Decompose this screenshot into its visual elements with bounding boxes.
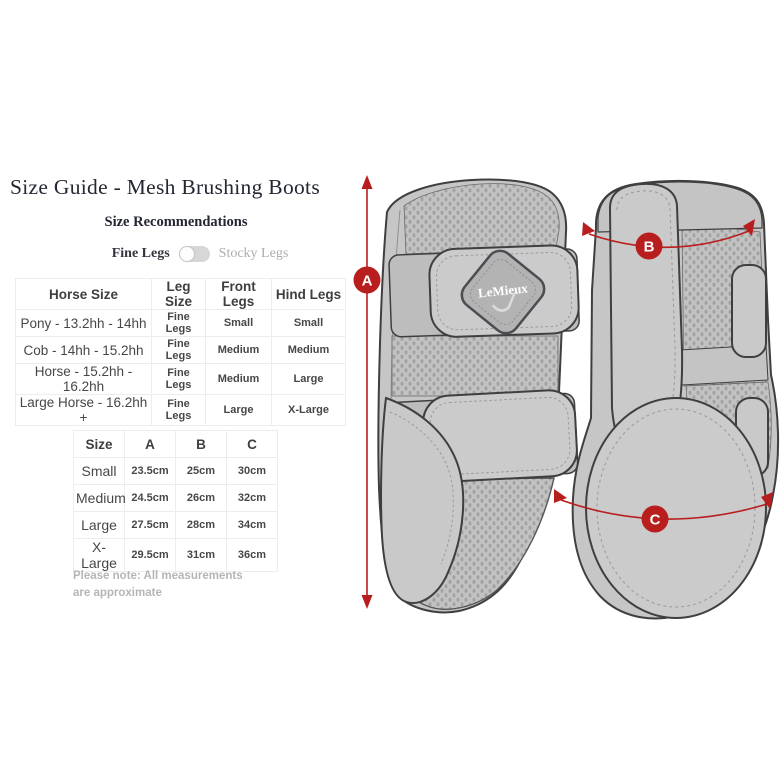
toggle-knob	[179, 247, 194, 261]
table-cell: Medium	[271, 336, 346, 364]
table-cell: Small	[73, 457, 125, 485]
table-cell: Medium	[73, 484, 126, 512]
boot-diagram: LeMieux	[353, 175, 780, 620]
measure-arrow-b-left	[582, 222, 595, 236]
table-cell: 24.5cm	[124, 484, 176, 512]
table-header-cell: Size	[73, 430, 125, 458]
table-header-cell: A	[124, 430, 176, 458]
marker-b-label: B	[644, 239, 655, 256]
lemieux-logo-text: LeMieux	[477, 280, 529, 300]
table-cell: 28cm	[175, 511, 227, 539]
marker-a-circle	[353, 266, 381, 294]
table-cell: 32cm	[226, 484, 278, 512]
table-cell: 29.5cm	[124, 538, 176, 572]
measure-arrow-b-right	[743, 219, 755, 236]
leg-type-toggle-row: Fine Legs Stocky Legs	[20, 244, 380, 264]
measure-line-b	[588, 230, 750, 249]
table-cell: Horse - 15.2hh - 16.2hh	[15, 363, 152, 395]
table-cell: Fine Legs	[151, 309, 206, 337]
table-cell: 30cm	[226, 457, 278, 485]
measure-arrow-a-top	[361, 175, 373, 189]
size-recommendations-heading: Size Recommendations	[104, 214, 248, 230]
table-cell: Large	[271, 363, 346, 395]
table-cell: X-Large	[73, 538, 125, 572]
table-cell: Large	[73, 511, 125, 539]
table-cell: Fine Legs	[151, 394, 206, 426]
table-cell: X-Large	[271, 394, 346, 426]
table-cell: Large	[205, 394, 272, 426]
marker-a-label: A	[362, 273, 373, 290]
table-cell: Fine Legs	[151, 336, 206, 364]
table-header-cell: Front Legs	[205, 278, 272, 310]
left-boot-illustration: LeMieux	[377, 178, 580, 614]
table-cell: Medium	[205, 363, 272, 395]
table-cell: Large Horse - 16.2hh +	[15, 394, 152, 426]
table-cell: 31cm	[175, 538, 227, 572]
lemieux-logo: LeMieux	[460, 249, 546, 335]
table-cell: 25cm	[175, 457, 227, 485]
marker-c-circle	[641, 505, 669, 533]
left-boot-leather-panel	[380, 396, 465, 604]
stocky-legs-label: Stocky Legs	[218, 246, 289, 261]
table-cell: Cob - 14hh - 15.2hh	[15, 336, 152, 364]
right-boot-fetlock-pad	[585, 397, 767, 619]
left-boot-mesh-mid	[391, 335, 559, 397]
table-cell: Small	[205, 309, 272, 337]
table-header-cell: Hind Legs	[271, 278, 346, 310]
table-cell: Pony - 13.2hh - 14hh	[15, 309, 152, 337]
measure-arrow-c-left	[554, 489, 567, 503]
left-boot-leather-stitch	[389, 411, 454, 565]
table-cell: 36cm	[226, 538, 278, 572]
measure-arrow-a-bottom	[361, 595, 373, 609]
marker-b-circle	[635, 232, 663, 260]
left-boot-mesh-top	[403, 183, 560, 255]
table-header-cell: C	[226, 430, 278, 458]
table-cell: Fine Legs	[151, 363, 206, 395]
table-cell: 26cm	[175, 484, 227, 512]
page-title: Size Guide - Mesh Brushing Boots	[10, 175, 320, 199]
table-header-cell: Leg Size	[151, 278, 206, 310]
table-cell: 27.5cm	[124, 511, 176, 539]
measurements-note: Please note: All measurements are approx…	[73, 570, 243, 599]
leg-type-toggle[interactable]	[178, 246, 210, 262]
fine-legs-label: Fine Legs	[111, 246, 170, 261]
measure-arrow-c-right	[761, 492, 773, 509]
right-boot-center-pad-stitch	[616, 190, 676, 445]
measurement-annotations: A B C	[353, 175, 773, 609]
table-cell: 34cm	[226, 511, 278, 539]
lemieux-logo-swoosh	[492, 292, 516, 312]
marker-c-label: C	[650, 512, 661, 529]
right-boot-strap-tab-upper	[731, 264, 767, 358]
table-header-cell: B	[175, 430, 227, 458]
table-header-cell: Horse Size	[15, 278, 152, 310]
table-cell: 23.5cm	[124, 457, 176, 485]
right-boot-illustration	[571, 179, 780, 620]
table-cell: Medium	[205, 336, 272, 364]
table-cell: Small	[271, 309, 346, 337]
